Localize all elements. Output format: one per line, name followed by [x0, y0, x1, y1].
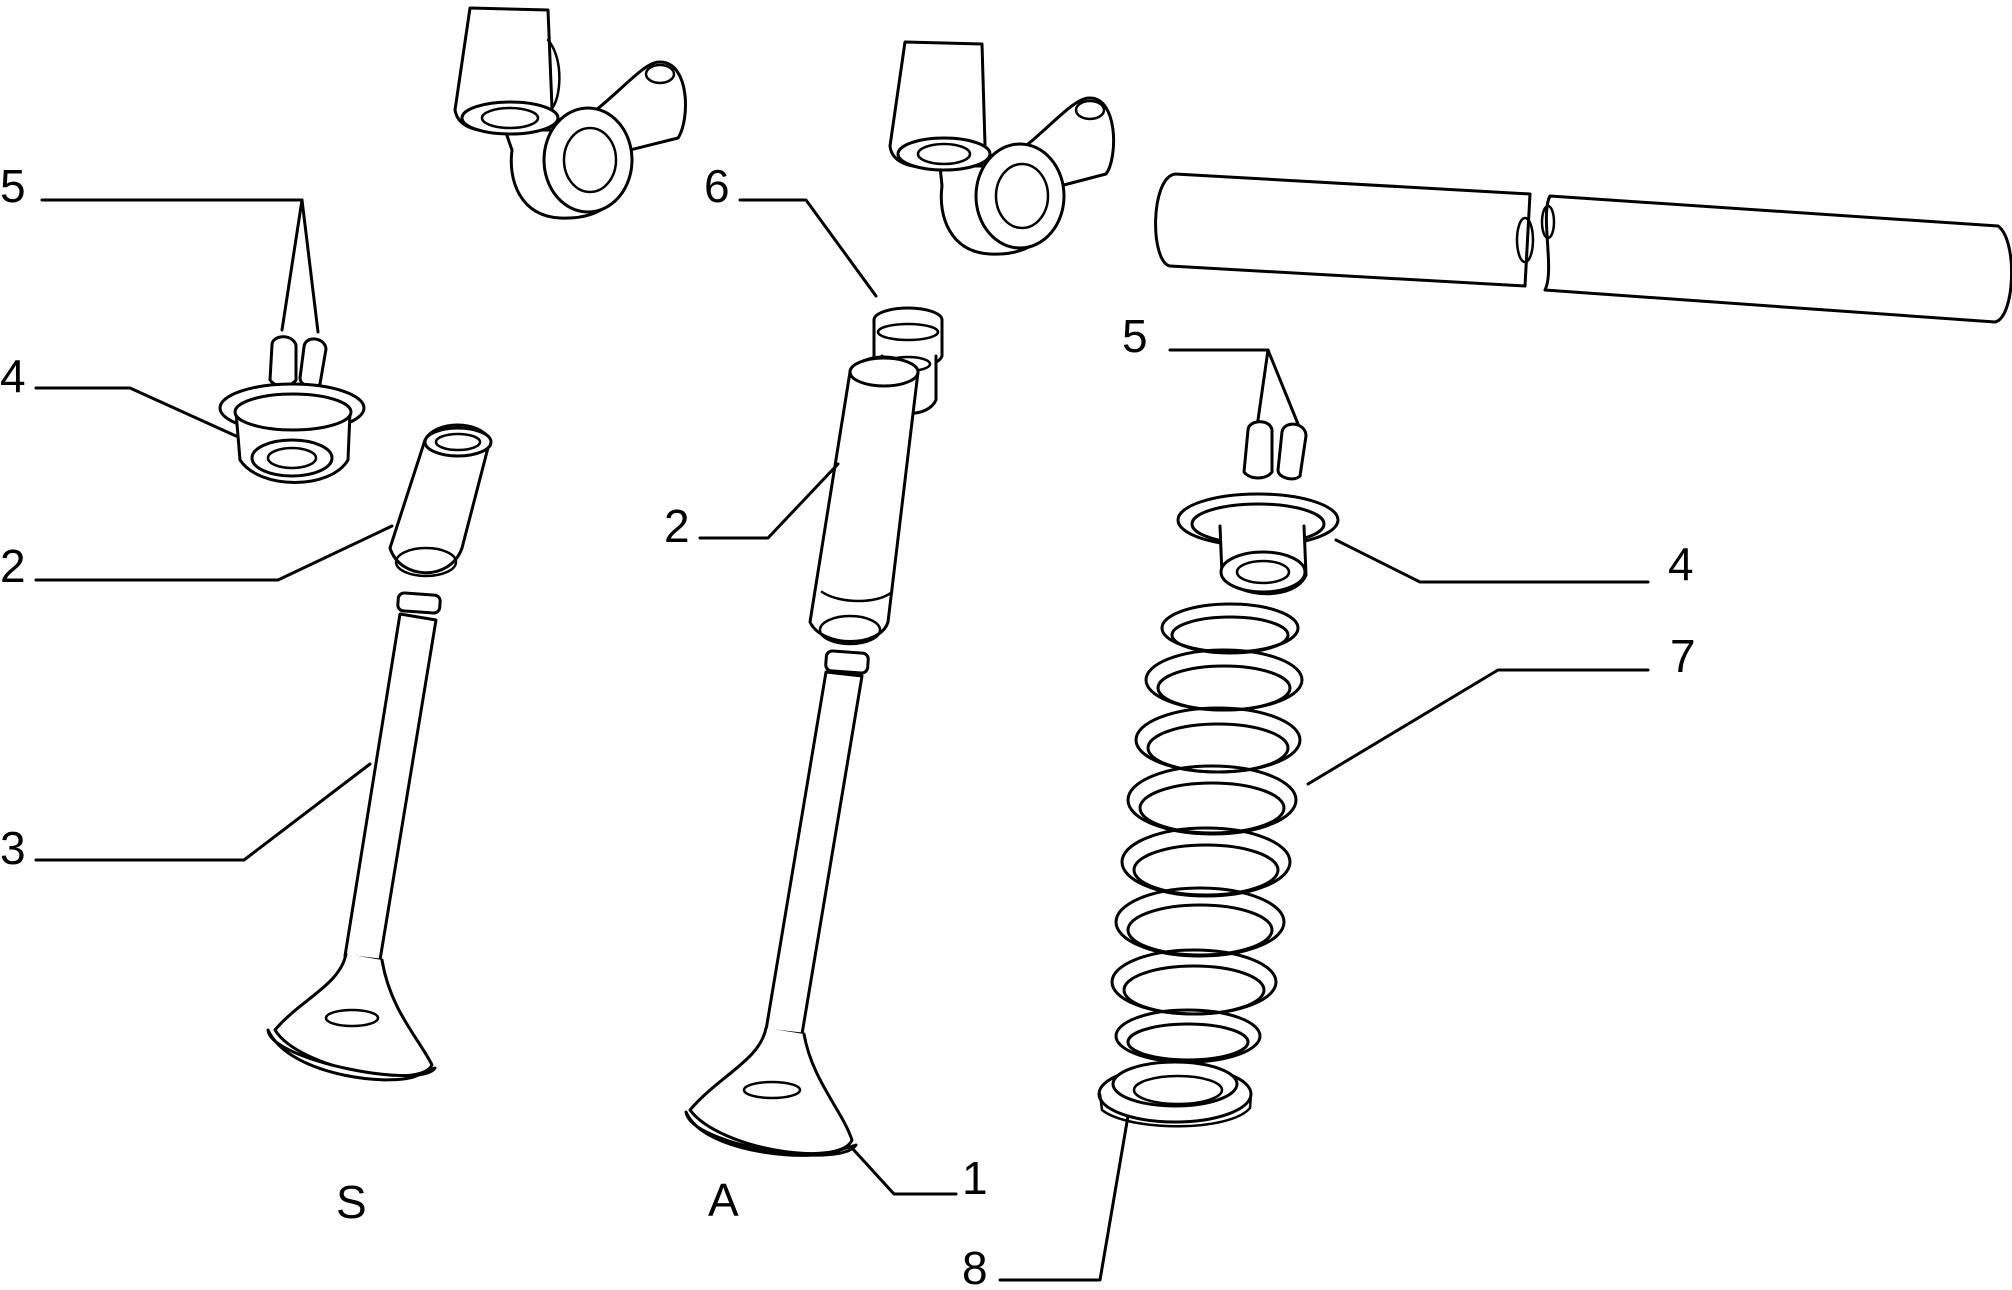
callout-numbers: 5 4 2 3 6 2 1 5 4 7 8 S A	[0, 160, 1696, 1290]
callout-5-right: 5	[1122, 310, 1148, 362]
intake-valve-label: A	[708, 1174, 739, 1226]
callout-4-right: 4	[1668, 538, 1694, 590]
valve-guide-left	[388, 423, 493, 578]
valve-guide-middle	[808, 355, 920, 646]
spring-retainer-right	[1176, 492, 1340, 596]
callout-2-middle: 2	[664, 500, 690, 552]
callout-7: 7	[1670, 630, 1696, 682]
callout-8: 8	[962, 1242, 988, 1290]
callout-2-left: 2	[0, 540, 26, 592]
rocker-arm-left	[453, 6, 687, 220]
exhaust-valve	[266, 591, 442, 1082]
valve-cotters-right	[1242, 420, 1308, 481]
valve-spring	[1110, 602, 1304, 1064]
callout-5-left: 5	[0, 160, 26, 212]
callout-6: 6	[704, 160, 730, 212]
spring-seat-washer	[1097, 1060, 1253, 1128]
intake-valve	[684, 649, 870, 1157]
spring-retainer-left	[218, 382, 366, 484]
valve-cotters-left	[268, 335, 328, 389]
rocker-arm-middle	[888, 40, 1116, 256]
rocker-shaft	[1154, 172, 2012, 324]
callout-4-left: 4	[0, 350, 26, 402]
callout-3: 3	[0, 822, 26, 874]
leader-lines	[34, 198, 1650, 1282]
exhaust-valve-label: S	[336, 1176, 367, 1228]
callout-1: 1	[962, 1152, 988, 1204]
